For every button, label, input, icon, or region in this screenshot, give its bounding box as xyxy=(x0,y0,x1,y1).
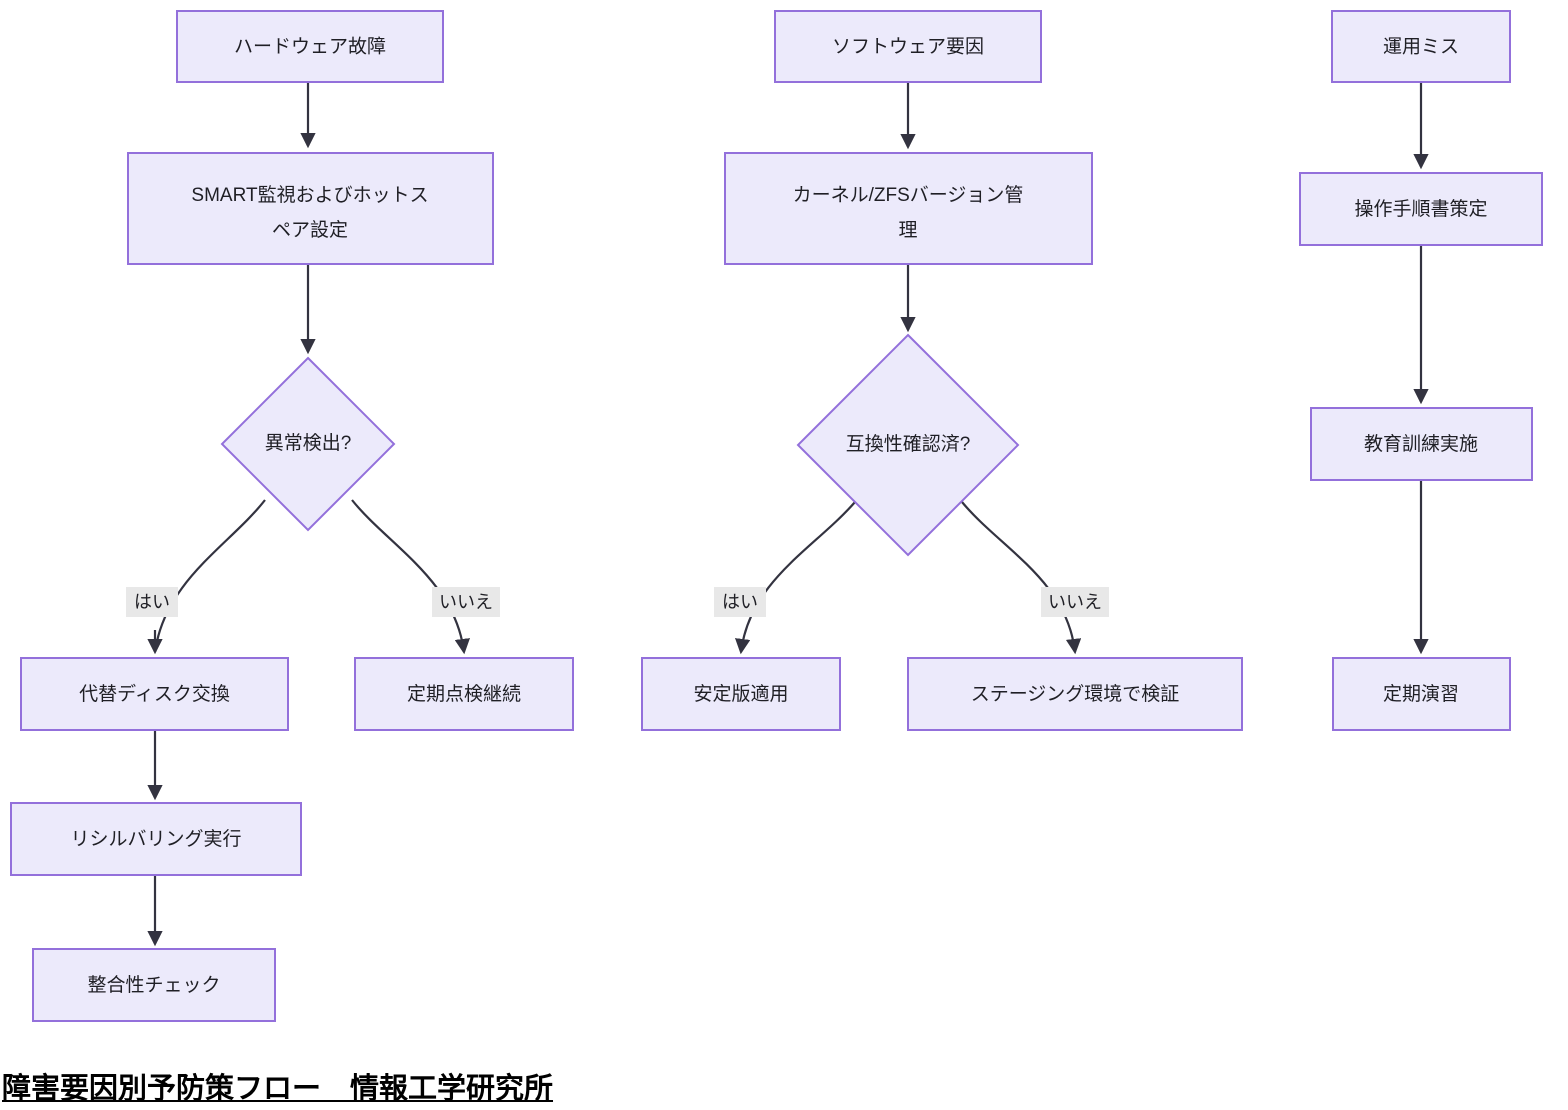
node-op-training-label: 教育訓練実施 xyxy=(1364,433,1478,455)
edge-label-hw-no: いいえ xyxy=(432,587,500,617)
node-hw-resilver-label: リシルバリング実行 xyxy=(70,828,241,850)
node-op-manual-label: 操作手順書策定 xyxy=(1354,198,1487,220)
node-op-manual[interactable]: 操作手順書策定 xyxy=(1299,172,1543,246)
edge-label-sw-no-text: いいえ xyxy=(1048,592,1102,612)
edge-label-hw-yes-text: はい xyxy=(134,592,170,612)
node-hw-resilver-shape xyxy=(10,802,302,876)
node-sw-decision-shape xyxy=(796,333,1020,557)
edge-label-sw-no: いいえ xyxy=(1041,587,1109,617)
node-op-drill-label: 定期演習 xyxy=(1383,683,1459,705)
edge-sw-decision-to-sw-staging xyxy=(961,501,1082,655)
edge-label-sw-yes-text: はい xyxy=(722,592,758,612)
node-hw-smart[interactable]: SMART監視およびホットス ペア設定 xyxy=(127,152,494,265)
node-sw-version-label-line1: カーネル/ZFSバージョン管 xyxy=(793,184,1024,206)
node-op-drill[interactable]: 定期演習 xyxy=(1332,657,1511,731)
node-hw-fault-shape xyxy=(176,10,444,83)
node-sw-cause-shape xyxy=(774,10,1042,83)
edge-label-sw-no-bg xyxy=(1041,587,1109,617)
node-sw-version[interactable]: カーネル/ZFSバージョン管 理 xyxy=(724,152,1093,265)
node-hw-integrity-label: 整合性チェック xyxy=(87,974,220,996)
node-hw-disk-replace[interactable]: 代替ディスク交換 xyxy=(20,657,289,731)
edge-hw-decision-to-hw-disk-replace xyxy=(153,499,266,653)
node-op-mistake[interactable]: 運用ミス xyxy=(1331,10,1511,83)
node-hw-disk-replace-label: 代替ディスク交換 xyxy=(79,683,230,705)
node-hw-resilver[interactable]: リシルバリング実行 xyxy=(10,802,302,876)
node-hw-periodic-shape xyxy=(354,657,574,731)
node-hw-smart-shape xyxy=(127,152,494,265)
node-sw-staging-shape xyxy=(907,657,1243,731)
diagram-title: 障害要因別予防策フロー 情報工学研究所 xyxy=(2,1073,554,1106)
node-sw-version-shape xyxy=(724,152,1093,265)
edge-label-sw-yes-bg xyxy=(714,587,766,617)
node-hw-integrity[interactable]: 整合性チェック xyxy=(32,948,276,1022)
edge-label-hw-no-bg xyxy=(432,587,500,617)
node-hw-periodic[interactable]: 定期点検継続 xyxy=(354,657,574,731)
node-op-mistake-shape xyxy=(1331,10,1511,83)
node-sw-version-label-line2: 理 xyxy=(898,220,917,241)
node-hw-smart-label-line1: SMART監視およびホットス xyxy=(191,184,428,206)
node-sw-decision[interactable]: 互換性確認済? xyxy=(796,333,1020,557)
node-sw-decision-label: 互換性確認済? xyxy=(846,433,971,455)
edge-label-hw-yes-bg xyxy=(126,587,178,617)
node-hw-fault[interactable]: ハードウェア故障 xyxy=(176,10,444,83)
node-sw-staging[interactable]: ステージング環境で検証 xyxy=(907,657,1243,731)
node-sw-cause-label: ソフトウェア要因 xyxy=(832,37,984,58)
node-hw-fault-label: ハードウェア故障 xyxy=(234,36,386,58)
node-hw-decision-label: 異常検出? xyxy=(265,432,352,454)
edge-sw-decision-to-sw-stable xyxy=(734,501,856,655)
node-sw-cause[interactable]: ソフトウェア要因 xyxy=(774,10,1042,83)
node-sw-stable-shape xyxy=(641,657,841,731)
node-hw-disk-replace-shape xyxy=(20,657,289,731)
node-sw-staging-label: ステージング環境で検証 xyxy=(971,683,1180,705)
node-op-training-shape xyxy=(1310,407,1533,481)
edge-label-hw-no-text: いいえ xyxy=(439,592,493,612)
edge-label-hw-yes: はい xyxy=(126,587,178,617)
node-hw-decision[interactable]: 異常検出? xyxy=(220,356,396,532)
node-hw-integrity-shape xyxy=(32,948,276,1022)
node-hw-periodic-label: 定期点検継続 xyxy=(407,683,521,705)
node-sw-stable[interactable]: 安定版適用 xyxy=(641,657,841,731)
node-op-manual-shape xyxy=(1299,172,1543,246)
edge-label-sw-yes: はい xyxy=(714,587,766,617)
node-sw-stable-label: 安定版適用 xyxy=(693,683,788,705)
node-op-drill-shape xyxy=(1332,657,1511,731)
edge-hw-decision-to-hw-periodic xyxy=(351,499,471,655)
node-hw-decision-shape xyxy=(220,356,396,532)
node-op-training[interactable]: 教育訓練実施 xyxy=(1310,407,1533,481)
edge-layer xyxy=(147,82,1429,947)
node-hw-smart-label-line2: ペア設定 xyxy=(272,219,348,241)
node-op-mistake-label: 運用ミス xyxy=(1383,37,1459,58)
